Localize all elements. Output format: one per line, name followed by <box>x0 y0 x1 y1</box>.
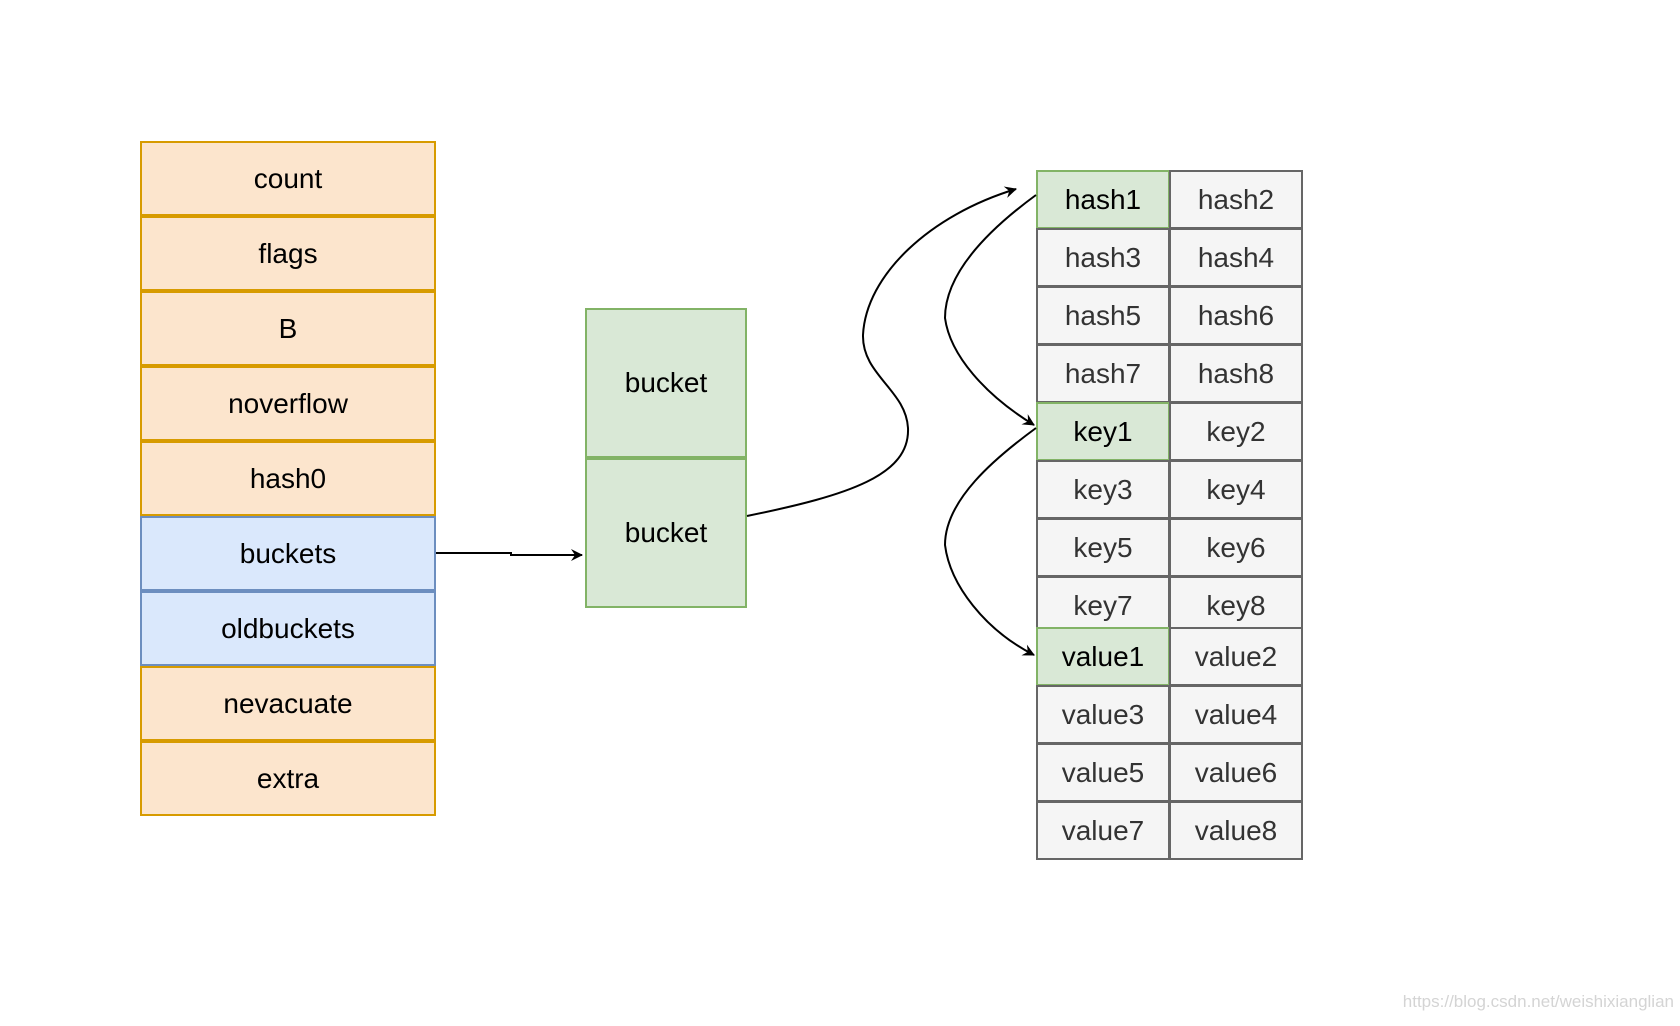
hmap-field-flags: flags <box>140 216 436 291</box>
hmap-field-count: count <box>140 141 436 216</box>
bucket-grid-cell-hash6: hash6 <box>1169 286 1303 345</box>
key-to-value-arrow <box>943 427 1037 656</box>
bucket-grid-cell-value1: value1 <box>1036 627 1170 686</box>
buckets-pointer-arrow <box>436 549 583 561</box>
bucket-grid-cell-hash7: hash7 <box>1036 344 1170 403</box>
hmap-field-nevacuate: nevacuate <box>140 666 436 741</box>
hmap-field-buckets: buckets <box>140 516 436 591</box>
hmap-field-hash0: hash0 <box>140 441 436 516</box>
bucket-grid-cell-key4: key4 <box>1169 460 1303 519</box>
watermark: https://blog.csdn.net/weishixianglian <box>1402 992 1674 1011</box>
bucket-grid-cell-value8: value8 <box>1169 801 1303 860</box>
bucket-to-hash-arrow <box>746 186 1017 517</box>
bucket-grid-cell-value2: value2 <box>1169 627 1303 686</box>
bucket-grid-cell-key6: key6 <box>1169 518 1303 577</box>
bucket-grid-cell-value6: value6 <box>1169 743 1303 802</box>
bucket-grid-cell-key8: key8 <box>1169 576 1303 635</box>
hmap-field-oldbuckets: oldbuckets <box>140 591 436 666</box>
bucket-grid-cell-value5: value5 <box>1036 743 1170 802</box>
hmap-field-extra: extra <box>140 741 436 816</box>
bucket-grid-cell-value4: value4 <box>1169 685 1303 744</box>
hmap-field-noverflow: noverflow <box>140 366 436 441</box>
bucket-grid-cell-hash8: hash8 <box>1169 344 1303 403</box>
hmap-field-b: B <box>140 291 436 366</box>
bucket-box: bucket <box>585 458 747 608</box>
bucket-box: bucket <box>585 308 747 458</box>
bucket-grid-cell-key3: key3 <box>1036 460 1170 519</box>
bucket-grid-cell-value7: value7 <box>1036 801 1170 860</box>
bucket-grid-cell-hash4: hash4 <box>1169 228 1303 287</box>
hash-to-key-arrow <box>943 194 1037 426</box>
bucket-grid-cell-key2: key2 <box>1169 402 1303 461</box>
